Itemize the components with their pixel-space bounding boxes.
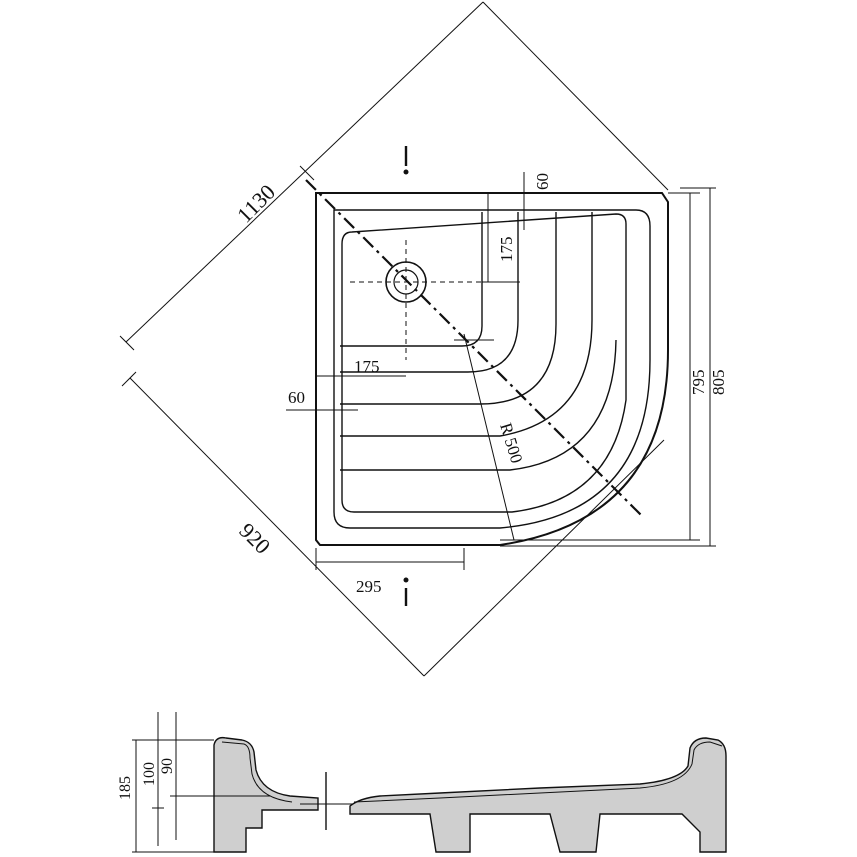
- tray-outer-outline: [315, 192, 669, 546]
- section-main-body: [349, 737, 727, 853]
- groove-lines: [340, 212, 627, 513]
- dim-805: 805: [500, 187, 728, 547]
- section-marker-bottom: [403, 577, 409, 606]
- dim-radius-label: R 500: [496, 421, 526, 466]
- section-left-wall: [213, 736, 319, 853]
- dim-60-left-label: 60: [288, 388, 305, 407]
- dim-100-label: 100: [141, 762, 158, 786]
- dim-295-label: 295: [356, 577, 382, 596]
- plan-view: 60 175 175 60 R 500 295: [119, 1, 728, 677]
- dim-920-label: 920: [234, 518, 275, 559]
- drain-icon: [350, 240, 520, 360]
- diagonal-axis: [305, 179, 643, 517]
- dim-295: 295: [315, 548, 465, 596]
- dim-60-top-label: 60: [533, 173, 552, 190]
- dim-100: 100: [141, 712, 164, 846]
- section-marker-top: [403, 146, 409, 175]
- dim-175-vertical-label: 175: [497, 237, 516, 263]
- dim-1130-label: 1130: [232, 179, 280, 227]
- dim-185-label: 185: [117, 776, 134, 800]
- dim-60-top: 60: [518, 172, 552, 230]
- dim-175-vertical: 175: [482, 193, 520, 283]
- dim-60-left: 60: [286, 388, 358, 411]
- dim-radius: R 500: [454, 333, 526, 541]
- dim-805-label: 805: [709, 370, 728, 396]
- dim-90: 90: [159, 712, 270, 840]
- dim-175-horizontal: 175: [316, 357, 406, 377]
- tray-inner-rim: [333, 209, 651, 529]
- diagonal-envelope: [119, 1, 669, 677]
- dim-90-label: 90: [159, 758, 176, 774]
- dim-795-label: 795: [689, 370, 708, 396]
- section-view: 185 100 90: [117, 712, 727, 853]
- dim-175-horizontal-label: 175: [354, 357, 380, 376]
- dim-795: 795: [500, 192, 708, 541]
